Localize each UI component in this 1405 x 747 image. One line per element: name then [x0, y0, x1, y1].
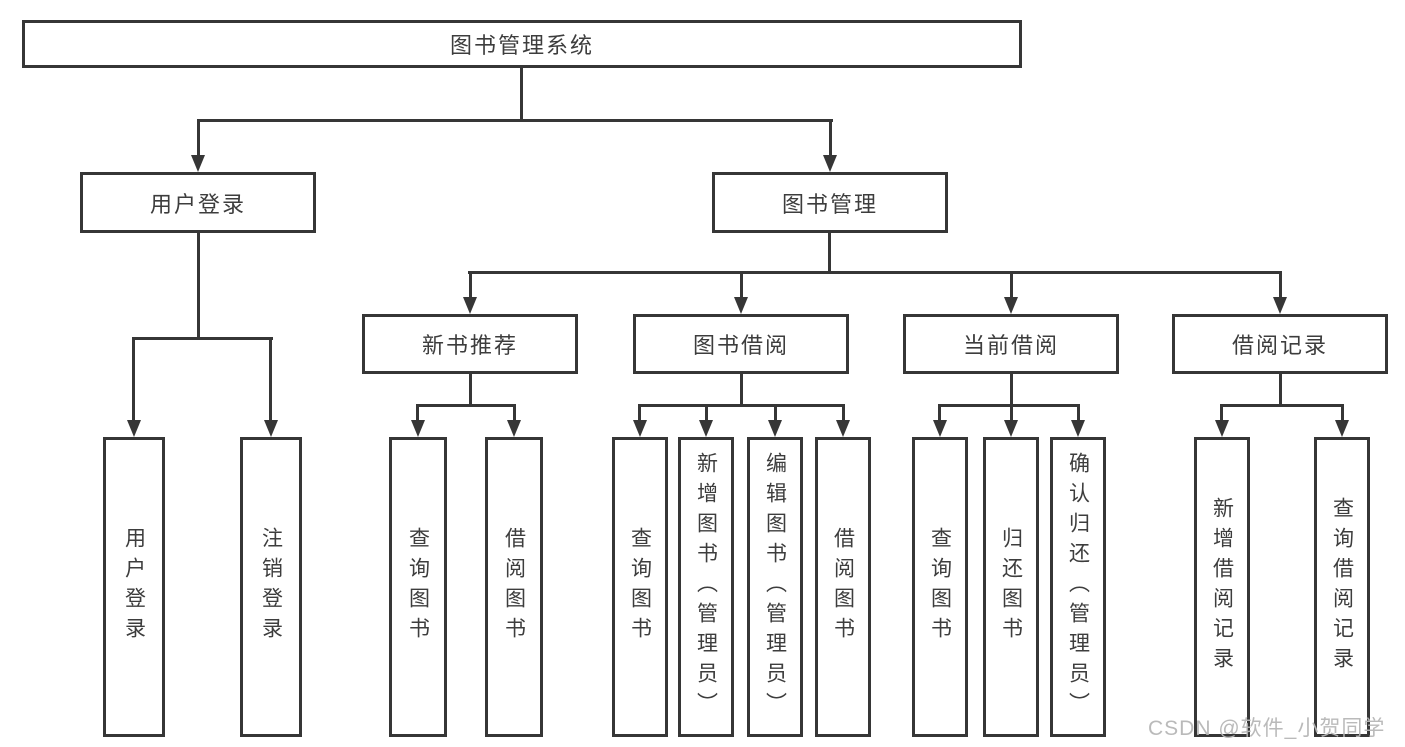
- leaf-newbooks-borrow-label: 借阅图书: [502, 527, 526, 647]
- connector-line-v: [829, 119, 832, 157]
- leaf-borrow-add-label: 新增图书（管理员）: [694, 452, 718, 722]
- connector-line-v: [740, 371, 743, 407]
- connector-line-v: [469, 371, 472, 407]
- root-node-box: 图书管理系统: [22, 20, 1022, 68]
- leaf-current-return-label: 归还图书: [999, 527, 1023, 647]
- leaf-records-query-label: 查询借阅记录: [1330, 497, 1354, 677]
- connector-line-v: [197, 119, 200, 157]
- arrowhead-down-icon: [1273, 297, 1287, 314]
- connector-line-v: [705, 404, 708, 422]
- arrowhead-down-icon: [127, 420, 141, 437]
- arrowhead-down-icon: [1004, 297, 1018, 314]
- connector-line-v: [1010, 271, 1013, 299]
- connector-line-h: [638, 404, 845, 407]
- leaf-user-login-label: 用户登录: [122, 527, 146, 647]
- leaf-records-query-box: 查询借阅记录: [1314, 437, 1370, 737]
- connector-line-h: [416, 404, 516, 407]
- leaf-logout-label: 注销登录: [259, 527, 283, 647]
- connector-line-v: [513, 404, 516, 422]
- leaf-records-add-box: 新增借阅记录: [1194, 437, 1250, 737]
- connector-line-h: [468, 271, 1282, 274]
- arrowhead-down-icon: [463, 297, 477, 314]
- connector-line-v: [1010, 404, 1013, 422]
- arrowhead-down-icon: [1215, 420, 1229, 437]
- arrowhead-down-icon: [734, 297, 748, 314]
- connector-line-h: [938, 404, 1080, 407]
- connector-line-h: [132, 337, 273, 340]
- leaf-borrow-edit-box: 编辑图书（管理员）: [747, 437, 803, 737]
- connector-line-v: [842, 404, 845, 422]
- connector-line-h: [1220, 404, 1344, 407]
- connector-line-v: [1077, 404, 1080, 422]
- connector-line-v: [197, 230, 200, 340]
- arrowhead-down-icon: [768, 420, 782, 437]
- arrowhead-down-icon: [1004, 420, 1018, 437]
- leaf-records-add-label: 新增借阅记录: [1210, 497, 1234, 677]
- leaf-newbooks-query-label: 查询图书: [406, 527, 430, 647]
- arrowhead-down-icon: [1335, 420, 1349, 437]
- leaf-current-query-box: 查询图书: [912, 437, 968, 737]
- arrowhead-down-icon: [411, 420, 425, 437]
- connector-line-v: [469, 271, 472, 299]
- leaf-borrow-query-box: 查询图书: [612, 437, 668, 737]
- connector-line-v: [1341, 404, 1344, 422]
- leaf-user-login-box: 用户登录: [103, 437, 165, 737]
- arrowhead-down-icon: [933, 420, 947, 437]
- connector-line-v: [132, 337, 135, 422]
- connector-line-v: [740, 271, 743, 299]
- leaf-borrow-add-box: 新增图书（管理员）: [678, 437, 734, 737]
- leaf-current-confirm-box: 确认归还（管理员）: [1050, 437, 1106, 737]
- connector-line-v: [1279, 371, 1282, 407]
- arrowhead-down-icon: [507, 420, 521, 437]
- connector-line-v: [774, 404, 777, 422]
- arrowhead-down-icon: [699, 420, 713, 437]
- leaf-logout-box: 注销登录: [240, 437, 302, 737]
- arrowhead-down-icon: [1071, 420, 1085, 437]
- connector-line-v: [416, 404, 419, 422]
- leaf-borrow-borrow-box: 借阅图书: [815, 437, 871, 737]
- connector-line-v: [938, 404, 941, 422]
- section-new-books-label: 新书推荐: [421, 333, 518, 358]
- section-book-borrow-box: 图书借阅: [633, 314, 849, 374]
- connector-line-v: [269, 337, 272, 422]
- connector-line-v: [828, 230, 831, 274]
- section-borrow-records-label: 借阅记录: [1231, 333, 1328, 358]
- leaf-borrow-borrow-label: 借阅图书: [831, 527, 855, 647]
- branch-user-login-label: 用户登录: [149, 191, 246, 217]
- arrowhead-down-icon: [836, 420, 850, 437]
- leaf-borrow-query-label: 查询图书: [628, 527, 652, 647]
- leaf-newbooks-query-box: 查询图书: [389, 437, 447, 737]
- section-book-borrow-label: 图书借阅: [692, 333, 789, 358]
- section-current-borrow-box: 当前借阅: [903, 314, 1119, 374]
- section-current-borrow-label: 当前借阅: [962, 333, 1059, 358]
- leaf-current-query-label: 查询图书: [928, 527, 952, 647]
- section-borrow-records-box: 借阅记录: [1172, 314, 1388, 374]
- arrowhead-down-icon: [633, 420, 647, 437]
- connector-line-v: [520, 66, 523, 122]
- connector-line-v: [638, 404, 641, 422]
- leaf-newbooks-borrow-box: 借阅图书: [485, 437, 543, 737]
- branch-user-login-box: 用户登录: [80, 172, 316, 233]
- branch-book-management-label: 图书管理: [781, 191, 878, 217]
- leaf-borrow-edit-label: 编辑图书（管理员）: [763, 452, 787, 722]
- connector-line-v: [1279, 271, 1282, 299]
- branch-book-management-box: 图书管理: [712, 172, 948, 233]
- connector-line-v: [1010, 371, 1013, 407]
- arrowhead-down-icon: [823, 155, 837, 172]
- leaf-current-return-box: 归还图书: [983, 437, 1039, 737]
- arrowhead-down-icon: [264, 420, 278, 437]
- csdn-watermark: CSDN @软件_小贺同学: [1148, 717, 1386, 740]
- section-new-books-box: 新书推荐: [362, 314, 578, 374]
- connector-line-v: [1220, 404, 1223, 422]
- leaf-current-confirm-label: 确认归还（管理员）: [1066, 452, 1090, 722]
- root-node-label: 图书管理系统: [449, 33, 594, 58]
- connector-line-h: [197, 119, 833, 122]
- arrowhead-down-icon: [191, 155, 205, 172]
